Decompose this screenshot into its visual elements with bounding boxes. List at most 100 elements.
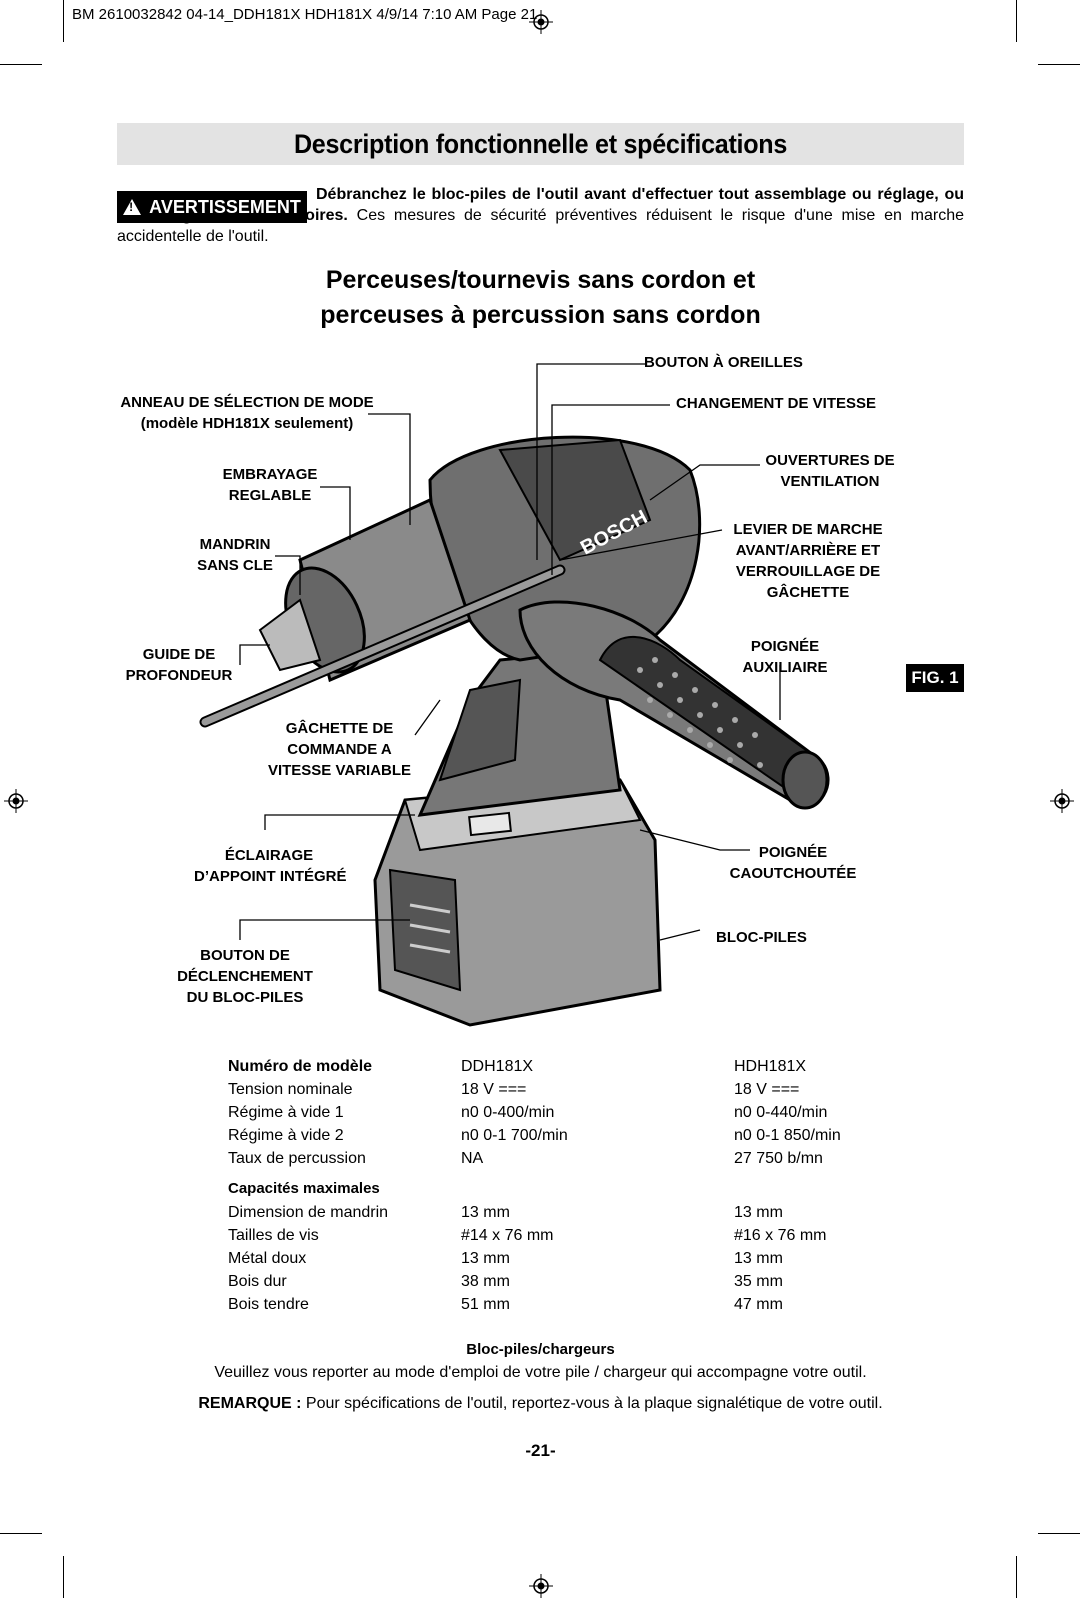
spec-row-label: Régime à vide 2 bbox=[228, 1127, 344, 1144]
label-embrayage: EMBRAYAGE REGLABLE bbox=[215, 464, 325, 506]
crop-mark bbox=[0, 64, 42, 65]
label-levier-line-4: GÂCHETTE bbox=[766, 584, 850, 601]
label-eclairage-line-2: D’APPOINT INTÉGRÉ bbox=[194, 868, 347, 885]
label-mandrin-line-2: SANS CLE bbox=[197, 557, 273, 574]
label-mandrin-line-1: MANDRIN bbox=[199, 536, 271, 553]
label-gachette-line-1: GÂCHETTE DE bbox=[285, 720, 394, 737]
label-anneau-line-2: (modèle HDH181X seulement) bbox=[140, 415, 354, 432]
capacity-row-hdh: 35 mm bbox=[734, 1273, 783, 1290]
spec-row-ddh: n0 0-1 700/min bbox=[461, 1127, 568, 1144]
subtitle-line-1: Perceuses/tournevis sans cordon et bbox=[325, 266, 756, 294]
label-changement-vitesse: CHANGEMENT DE VITESSE bbox=[676, 395, 877, 412]
capacities-header: Capacités maximales bbox=[228, 1180, 380, 1197]
registration-mark-icon bbox=[4, 789, 28, 813]
spec-row-label: Régime à vide 1 bbox=[228, 1104, 344, 1121]
title-bar bbox=[117, 123, 964, 165]
crop-mark bbox=[63, 1556, 64, 1598]
spec-row-label: Tension nominale bbox=[228, 1081, 353, 1098]
page-title: Description fonctionnelle et spécificati… bbox=[293, 129, 788, 159]
label-embrayage-line-2: REGLABLE bbox=[228, 487, 312, 504]
label-eclairage: ÉCLAIRAGE D’APPOINT INTÉGRÉ bbox=[194, 845, 347, 887]
remark-label: REMARQUE : bbox=[198, 1395, 302, 1412]
label-embrayage-line-1: EMBRAYAGE bbox=[222, 466, 318, 483]
label-poignee-aux-line-2: AUXILIAIRE bbox=[742, 659, 828, 676]
label-bouton-decl-line-3: DU BLOC-PILES bbox=[186, 989, 304, 1006]
label-bouton-decl-line-1: BOUTON DE bbox=[200, 947, 290, 964]
warning-badge-label: AVERTISSEMENT bbox=[149, 196, 301, 217]
label-poignee-auxiliaire: POIGNÉE AUXILIAIRE bbox=[735, 636, 835, 678]
subtitle-line-2: perceuses à percussion sans cordon bbox=[320, 301, 761, 329]
label-eclairage-line-1: ÉCLAIRAGE bbox=[224, 847, 314, 864]
warning-badge: AVERTISSEMENT bbox=[117, 191, 307, 223]
label-guide-line-1: GUIDE DE bbox=[142, 646, 216, 663]
label-poignee-aux-line-1: POIGNÉE bbox=[750, 638, 820, 655]
spec-row-ddh: NA bbox=[461, 1150, 484, 1167]
capacity-row-ddh: 51 mm bbox=[461, 1296, 510, 1313]
battery-pack-shape bbox=[373, 778, 662, 1027]
label-bouton-oreilles: BOUTON À OREILLES bbox=[644, 354, 803, 371]
label-gachette-line-3: VITESSE VARIABLE bbox=[267, 762, 412, 779]
spec-row-hdh: 27 750 b/mn bbox=[734, 1150, 823, 1167]
label-levier-line-1: LEVIER DE MARCHE bbox=[733, 521, 883, 538]
spec-row-hdh: 18 V === bbox=[734, 1081, 800, 1098]
registration-mark-icon bbox=[1050, 789, 1074, 813]
label-ouvertures-line-1: OUVERTURES DE bbox=[765, 452, 895, 469]
label-guide-profondeur: GUIDE DE PROFONDEUR bbox=[124, 644, 234, 686]
spec-row-hdh: n0 0-1 850/min bbox=[734, 1127, 841, 1144]
label-bouton-declenchement: BOUTON DE DÉCLENCHEMENT DU BLOC-PILES bbox=[170, 945, 320, 1008]
capacity-row-hdh: 13 mm bbox=[734, 1204, 783, 1221]
label-mandrin: MANDRIN SANS CLE bbox=[190, 534, 280, 576]
crop-mark bbox=[1038, 64, 1080, 65]
capacity-row-label: Bois tendre bbox=[228, 1296, 309, 1313]
capacity-row-label: Métal doux bbox=[228, 1250, 307, 1267]
label-levier-line-2: AVANT/ARRIÈRE ET bbox=[735, 542, 881, 559]
remark-text: Pour spécifications de l'outil, reportez… bbox=[301, 1395, 883, 1412]
capacity-row-label: Tailles de vis bbox=[228, 1227, 319, 1244]
spec-header-label: Numéro de modèle bbox=[228, 1058, 373, 1075]
label-anneau-line-1: ANNEAU DE SÉLECTION DE MODE bbox=[120, 394, 374, 411]
crop-mark bbox=[0, 1533, 42, 1534]
label-gachette-line-2: COMMANDE A bbox=[287, 741, 392, 758]
label-gachette: GÂCHETTE DE COMMANDE A VITESSE VARIABLE bbox=[262, 718, 417, 781]
label-bloc-piles: BLOC-PILES bbox=[716, 929, 807, 946]
crop-mark bbox=[1016, 0, 1017, 42]
spec-header-ddh: DDH181X bbox=[461, 1058, 534, 1075]
battery-note-title: Bloc-piles/chargeurs bbox=[466, 1341, 615, 1358]
capacity-row-ddh: 13 mm bbox=[461, 1250, 510, 1267]
label-anneau-mode: ANNEAU DE SÉLECTION DE MODE (modèle HDH1… bbox=[117, 392, 377, 434]
capacity-row-label: Dimension de mandrin bbox=[228, 1204, 389, 1221]
registration-mark-icon bbox=[529, 10, 553, 34]
label-ouvertures-line-2: VENTILATION bbox=[780, 473, 880, 490]
crop-mark bbox=[63, 0, 64, 42]
capacity-row-label: Bois dur bbox=[228, 1273, 287, 1290]
page-number: -21- bbox=[525, 1441, 556, 1460]
label-levier-line-3: VERROUILLAGE DE bbox=[735, 563, 881, 580]
capacity-row-ddh: #14 x 76 mm bbox=[461, 1227, 554, 1244]
label-ouvertures-ventilation: OUVERTURES DE VENTILATION bbox=[760, 450, 900, 492]
warning-body-text: Ces mesures de sécurité préventives rédu… bbox=[117, 207, 964, 245]
capacity-row-hdh: 47 mm bbox=[734, 1296, 783, 1313]
figure-badge: FIG. 1 bbox=[906, 664, 964, 692]
remark: REMARQUE : Pour spécifications de l'outi… bbox=[117, 1395, 964, 1413]
label-levier-marche: LEVIER DE MARCHE AVANT/ARRIÈRE ET VERROU… bbox=[728, 519, 888, 603]
crop-mark bbox=[1016, 1556, 1017, 1598]
label-guide-line-2: PROFONDEUR bbox=[125, 667, 233, 684]
spec-header-hdh: HDH181X bbox=[734, 1058, 807, 1075]
spec-row-label: Taux de percussion bbox=[228, 1150, 366, 1167]
battery-note: Veuillez vous reporter au mode d'emploi … bbox=[214, 1364, 867, 1381]
spec-row-ddh: 18 V === bbox=[461, 1081, 527, 1098]
capacity-row-ddh: 13 mm bbox=[461, 1204, 510, 1221]
capacity-row-ddh: 38 mm bbox=[461, 1273, 510, 1290]
print-header: BM 2610032842 04-14_DDH181X HDH181X 4/9/… bbox=[72, 6, 538, 23]
registration-mark-icon bbox=[529, 1574, 553, 1598]
spec-row-hdh: n0 0-440/min bbox=[734, 1104, 828, 1121]
capacity-row-hdh: #16 x 76 mm bbox=[734, 1227, 827, 1244]
label-bouton-decl-line-2: DÉCLENCHEMENT bbox=[177, 968, 313, 985]
spec-row-ddh: n0 0-400/min bbox=[461, 1104, 555, 1121]
crop-mark bbox=[1038, 1533, 1080, 1534]
capacity-row-hdh: 13 mm bbox=[734, 1250, 783, 1267]
warning-triangle-icon bbox=[123, 199, 142, 215]
label-poignee-caout-line-1: POIGNÉE bbox=[758, 844, 828, 861]
label-poignee-caoutchoutee: POIGNÉE CAOUTCHOUTÉE bbox=[728, 842, 858, 884]
